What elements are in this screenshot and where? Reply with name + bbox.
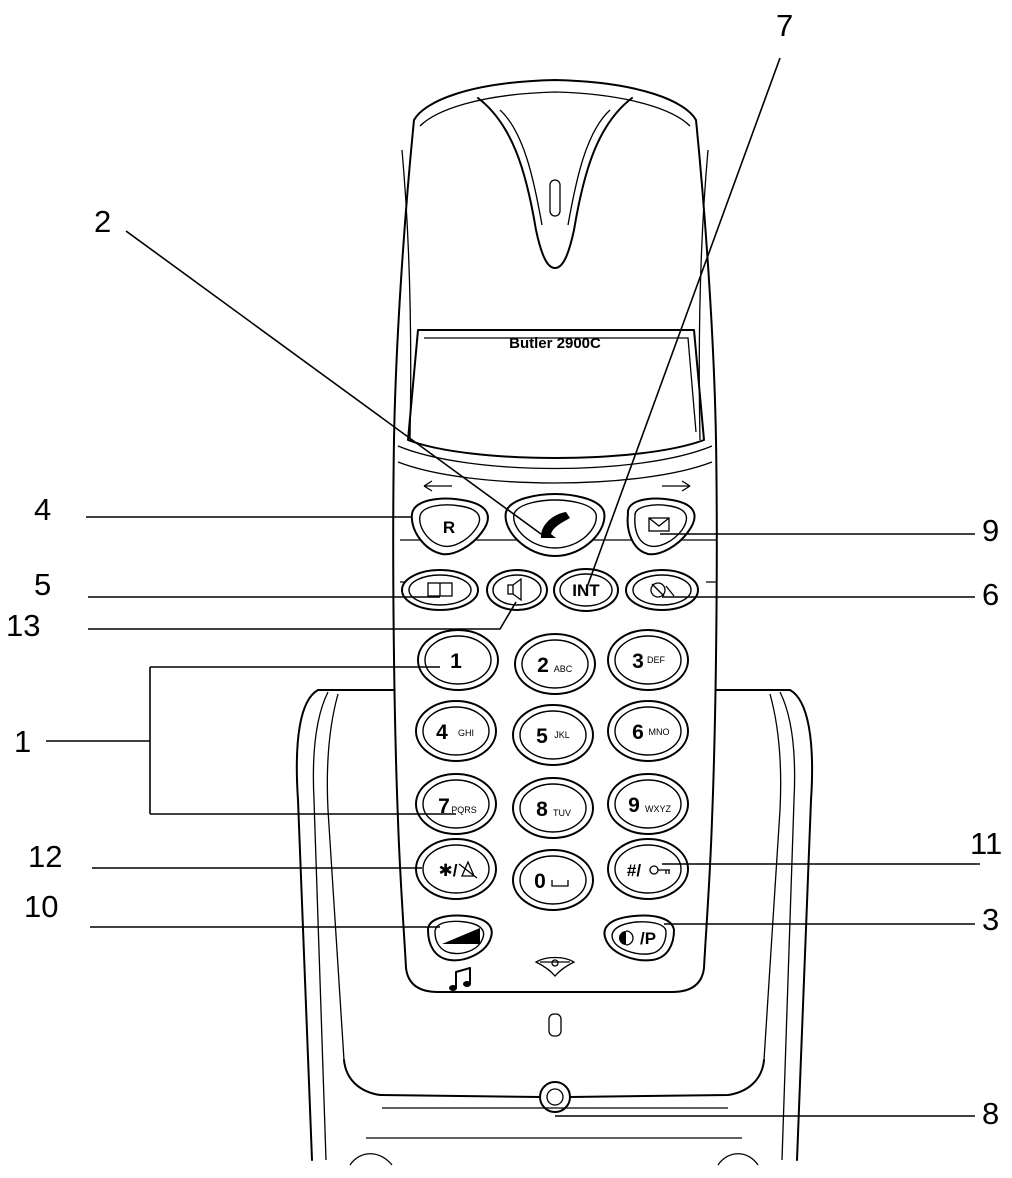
space-icon bbox=[551, 880, 569, 887]
charging-contact bbox=[539, 1081, 571, 1113]
phonebook-icon bbox=[427, 582, 453, 597]
key-8-digit: 8 bbox=[536, 798, 548, 821]
key-9[interactable]: 9 WXYZ bbox=[607, 773, 689, 835]
key-3-digit: 3 bbox=[632, 650, 644, 673]
key-1[interactable]: 1 bbox=[417, 629, 499, 691]
talk-key[interactable] bbox=[504, 492, 606, 558]
wings-logo-icon bbox=[534, 956, 576, 978]
key-7-digit: 7 bbox=[438, 795, 450, 818]
power-key-label: /P bbox=[640, 929, 656, 948]
callout-8: 8 bbox=[982, 1096, 999, 1131]
charger-base bbox=[295, 689, 814, 1166]
key-3[interactable]: 3 DEF bbox=[607, 629, 689, 691]
key-hash-label: #/ bbox=[627, 861, 641, 880]
power-key[interactable]: /P bbox=[603, 914, 676, 962]
r-key-label: R bbox=[443, 518, 455, 537]
key-7-letters: PQRS bbox=[451, 805, 477, 815]
r-key[interactable]: R bbox=[410, 497, 489, 556]
key-9-digit: 9 bbox=[628, 794, 640, 817]
key-9-letters: WXYZ bbox=[645, 804, 672, 814]
envelope-icon bbox=[648, 517, 670, 532]
callout-labels: 1 2 3 4 5 6 7 8 9 10 11 12 13 bbox=[6, 8, 1002, 1131]
key-1-digit: 1 bbox=[450, 650, 462, 673]
int-key-label: INT bbox=[572, 581, 600, 600]
key-8-letters: TUV bbox=[553, 808, 571, 818]
display-window bbox=[407, 329, 705, 459]
charge-indicator-icon bbox=[548, 1013, 562, 1037]
key-5-digit: 5 bbox=[536, 725, 548, 748]
key-2-digit: 2 bbox=[537, 654, 549, 677]
ringer-mute-icon bbox=[458, 860, 478, 879]
key-star[interactable]: ✱/ bbox=[415, 838, 497, 900]
key-6-letters: MNO bbox=[649, 727, 670, 737]
key-2[interactable]: 2 ABC bbox=[514, 633, 596, 695]
key-7[interactable]: 7 PQRS bbox=[415, 773, 497, 835]
message-key[interactable] bbox=[626, 497, 696, 556]
key-4-digit: 4 bbox=[436, 721, 448, 744]
key-3-letters: DEF bbox=[647, 655, 666, 665]
callout-10: 10 bbox=[24, 889, 58, 924]
callout-4: 4 bbox=[34, 492, 51, 527]
key-5-letters: JKL bbox=[554, 730, 570, 740]
brand-label: Butler 2900C bbox=[509, 335, 601, 352]
key-hash[interactable]: #/ bbox=[607, 838, 689, 900]
callout-12: 12 bbox=[28, 839, 62, 874]
redial-key[interactable] bbox=[625, 569, 699, 611]
callout-6: 6 bbox=[982, 577, 999, 612]
speaker-icon bbox=[507, 577, 522, 602]
key-star-label: ✱/ bbox=[439, 861, 458, 880]
volume-key[interactable] bbox=[426, 914, 493, 962]
key-0-digit: 0 bbox=[534, 870, 546, 893]
key-6-digit: 6 bbox=[632, 721, 644, 744]
callout-9: 9 bbox=[982, 513, 999, 548]
callout-2: 2 bbox=[94, 204, 111, 239]
callout-5: 5 bbox=[34, 567, 51, 602]
key-4[interactable]: 4 GHI bbox=[415, 700, 497, 762]
key-0[interactable]: 0 bbox=[512, 849, 594, 911]
redial-icon bbox=[650, 582, 675, 598]
power-icon bbox=[619, 930, 634, 946]
key-5[interactable]: 5 JKL bbox=[512, 704, 594, 766]
phonebook-key[interactable] bbox=[401, 569, 479, 611]
key-lock-icon bbox=[649, 865, 670, 875]
leader-lines bbox=[46, 57, 980, 1117]
handset-icon bbox=[540, 512, 570, 538]
callout-13: 13 bbox=[6, 608, 40, 643]
callout-7: 7 bbox=[776, 8, 793, 43]
volume-ramp-icon bbox=[442, 928, 480, 944]
key-4-letters: GHI bbox=[458, 728, 474, 738]
key-2-letters: ABC bbox=[554, 664, 573, 674]
callout-1: 1 bbox=[14, 724, 31, 759]
speaker-key[interactable] bbox=[486, 569, 548, 611]
keypad: 1 2 ABC 3 DEF 4 GHI 5 JKL bbox=[415, 629, 689, 991]
music-note-icon bbox=[449, 967, 471, 991]
callout-3: 3 bbox=[982, 902, 999, 937]
key-6[interactable]: 6 MNO bbox=[607, 700, 689, 762]
key-8[interactable]: 8 TUV bbox=[512, 777, 594, 839]
callout-11: 11 bbox=[970, 826, 1002, 861]
